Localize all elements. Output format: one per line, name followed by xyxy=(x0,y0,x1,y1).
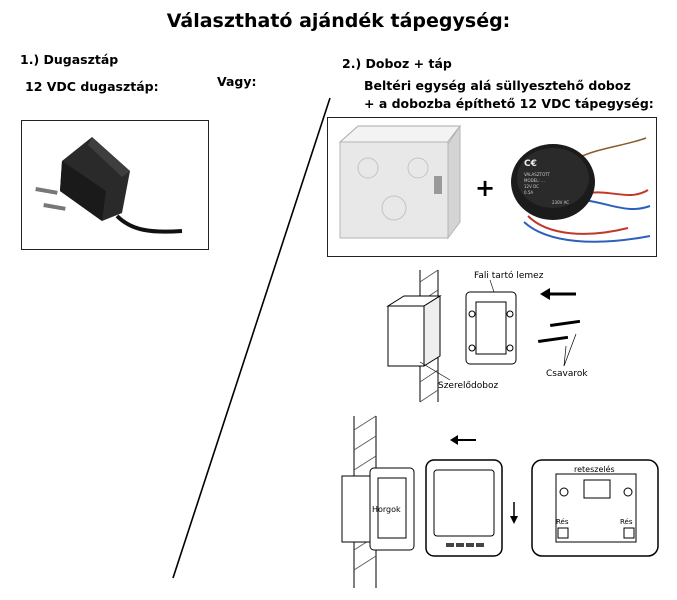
option2-line2: + a dobozba építhető 12 VDC tápegység: xyxy=(364,96,654,111)
option2-line1: Beltéri egység alá süllyesztehő doboz xyxy=(364,78,631,93)
module-text-5: 230V AC xyxy=(552,200,569,205)
module-text-1: VALASZTOTT xyxy=(524,172,551,177)
label-slot-right: Rés xyxy=(620,518,633,526)
label-lock: reteszelés xyxy=(574,464,615,474)
power-supply-module-illustration: C€ VALASZTOTT MODEL: ... 12V DC 0.5A 230… xyxy=(511,144,595,220)
or-label: Vagy: xyxy=(217,74,257,89)
option2-heading: 2.) Doboz + táp xyxy=(342,56,452,71)
power-adapter-illustration xyxy=(35,137,183,234)
label-mounting-box: Szerelődoboz xyxy=(438,381,498,391)
option1-subheading: 12 VDC dugasztáp: xyxy=(25,79,159,94)
panel-mounting-diagram: Horgok reteszelés Rés Rés xyxy=(341,415,659,588)
mounting-box-illustration xyxy=(338,124,462,240)
plus-sign: + xyxy=(475,174,495,202)
wall-plate-assembly-diagram: Fali tartó lemez Szerelődoboz Csavarok xyxy=(386,269,588,403)
label-screws: Csavarok xyxy=(546,369,588,379)
module-text-3: 12V DC xyxy=(524,184,539,189)
label-hooks: Horgok xyxy=(372,505,401,514)
page-title: Választható ajándék tápegység: xyxy=(166,10,511,32)
adapter-photo xyxy=(21,120,209,250)
option1-heading: 1.) Dugasztáp xyxy=(20,52,119,67)
module-text-2: MODEL: ... xyxy=(524,178,545,183)
label-wall-plate: Fali tartó lemez xyxy=(474,270,544,281)
svg-text:C€: C€ xyxy=(524,159,537,169)
module-text-4: 0.5A xyxy=(524,190,533,195)
label-slot-left: Rés xyxy=(556,518,569,526)
box-and-psu-photo: + C€ VALASZTOTT MODEL: ... 12V DC 0.5A 2… xyxy=(327,117,657,257)
